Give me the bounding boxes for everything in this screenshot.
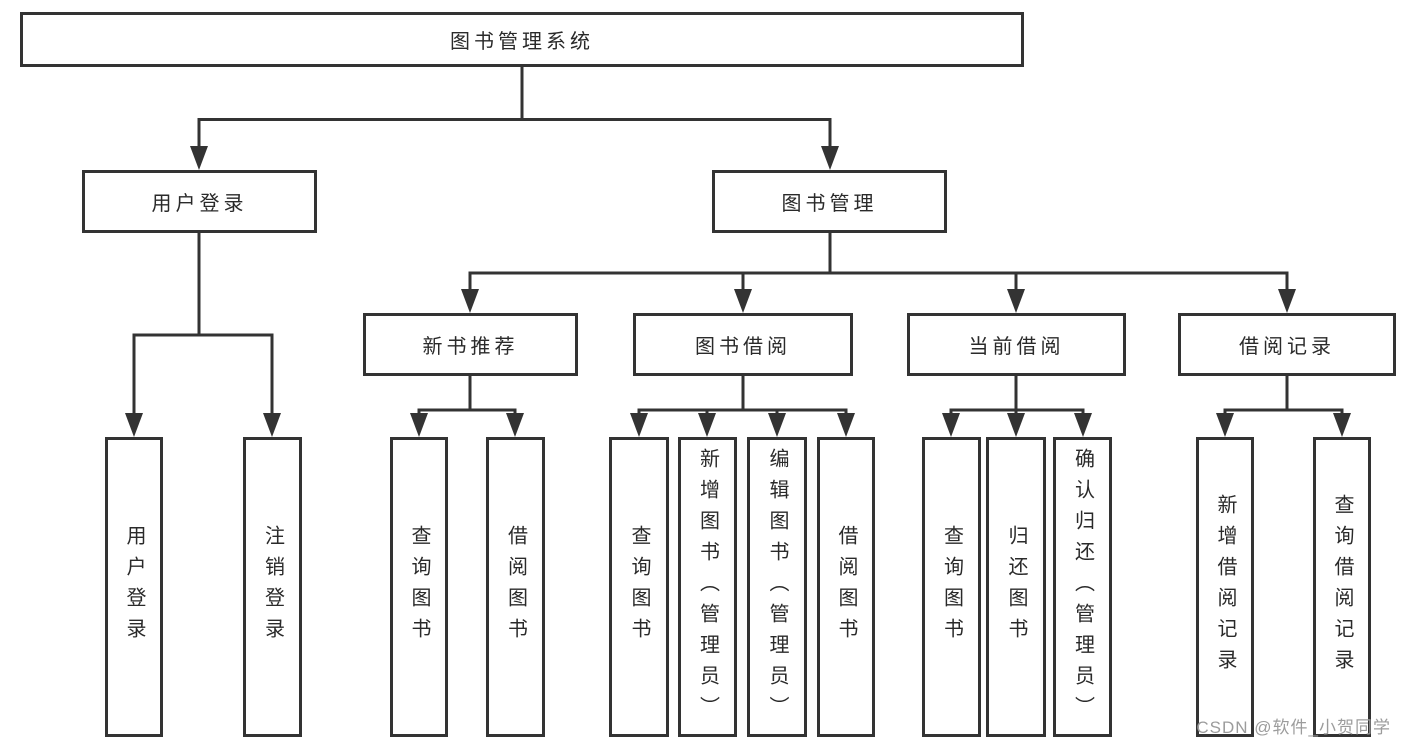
node-label: 借阅图书 — [835, 525, 857, 649]
watermark-text: CSDN @软件_小贺同学 — [1196, 718, 1391, 737]
node-user-login: 用户登录 — [82, 170, 317, 233]
node-label: 归还图书 — [1005, 525, 1027, 649]
node-library-management-system: 图书管理系统 — [20, 12, 1024, 67]
leaf-return-books: 归还图书 — [986, 437, 1046, 737]
node-label: 编辑图书（管理员） — [766, 447, 788, 727]
node-label: 图书管理系统 — [450, 31, 594, 53]
node-label: 图书管理 — [781, 193, 878, 215]
node-label: 当前借阅 — [968, 336, 1065, 358]
node-book-borrowing: 图书借阅 — [633, 313, 853, 376]
node-book-management: 图书管理 — [712, 170, 947, 233]
leaf-confirm-return-admin: 确认归还（管理员） — [1053, 437, 1112, 737]
node-label: 确认归还（管理员） — [1071, 447, 1094, 727]
node-label: 新书推荐 — [422, 336, 519, 358]
leaf-query-books-current: 查询图书 — [922, 437, 981, 737]
leaf-add-borrow-record: 新增借阅记录 — [1196, 437, 1254, 737]
node-label: 查询图书 — [628, 525, 650, 649]
leaf-borrow-books: 借阅图书 — [817, 437, 875, 737]
node-label: 注销登录 — [261, 525, 284, 649]
node-label: 新增借阅记录 — [1214, 494, 1236, 680]
node-label: 用户登录 — [151, 193, 248, 215]
leaf-edit-books-admin: 编辑图书（管理员） — [747, 437, 807, 737]
leaf-query-borrow-record: 查询借阅记录 — [1313, 437, 1371, 737]
node-borrowing-records: 借阅记录 — [1178, 313, 1396, 376]
leaf-query-books-recommend: 查询图书 — [390, 437, 448, 737]
node-label: 图书借阅 — [695, 336, 791, 358]
leaf-add-books-admin: 新增图书（管理员） — [678, 437, 737, 737]
node-current-borrowing: 当前借阅 — [907, 313, 1126, 376]
node-label: 查询图书 — [408, 525, 430, 649]
leaf-user-login: 用户登录 — [105, 437, 163, 737]
node-label: 借阅记录 — [1239, 336, 1335, 358]
node-new-book-recommendation: 新书推荐 — [363, 313, 578, 376]
node-label: 新增图书（管理员） — [696, 447, 719, 727]
node-label: 查询借阅记录 — [1331, 494, 1353, 680]
leaf-query-books-borrow: 查询图书 — [609, 437, 669, 737]
leaf-logout: 注销登录 — [243, 437, 302, 737]
node-label: 借阅图书 — [504, 525, 527, 649]
node-label: 查询图书 — [940, 525, 963, 649]
node-label: 用户登录 — [123, 525, 145, 649]
leaf-borrow-books-recommend: 借阅图书 — [486, 437, 545, 737]
